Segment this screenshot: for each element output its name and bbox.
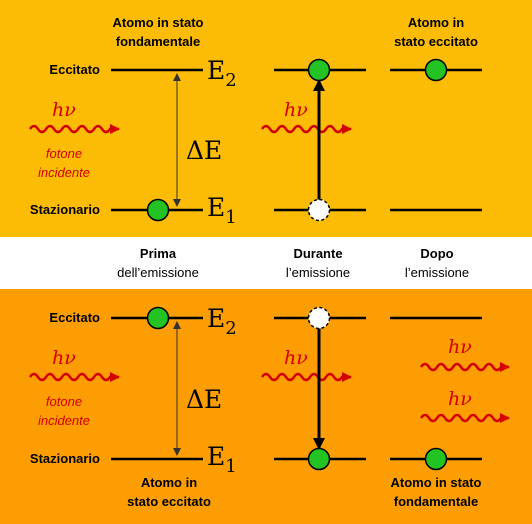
top-photon-caption-line2: incidente: [38, 165, 90, 180]
header-right-line2: stato eccitato: [394, 34, 478, 49]
emitted-photon-2-symbol: hν: [448, 388, 472, 410]
stage-after-subtitle: l’emissione: [405, 265, 469, 280]
emitted-photon-1-wave: [419, 362, 510, 372]
bottom-energy-lower-label: E1: [207, 442, 237, 477]
footer-left-line1: Atomo in: [141, 475, 197, 490]
top-left-photon-symbol: hν: [52, 99, 76, 121]
emitted-photon-2-wave: [419, 413, 510, 423]
top-level-excited-label: Eccitato: [49, 62, 100, 77]
footer-right-line2: fondamentale: [394, 494, 479, 509]
bottom-level-ground-label: Stazionario: [30, 451, 100, 466]
bottom-right-electron: [424, 447, 448, 471]
header-left-line2: fondamentale: [116, 34, 201, 49]
top-delta-e-label: ΔE: [186, 136, 222, 165]
header-left-line1: Atomo in stato: [113, 15, 204, 30]
bottom-mid-photon-wave: [260, 372, 352, 382]
bottom-photon-caption-line2: incidente: [38, 413, 90, 428]
stage-before-subtitle: dell’emissione: [117, 265, 199, 280]
emitted-photon-1-symbol: hν: [448, 336, 472, 358]
top-left-electron: [146, 198, 170, 222]
bottom-mid-electron-ground: [307, 447, 331, 471]
header-right-line1: Atomo in: [408, 15, 464, 30]
bottom-mid-electron-vacated: [307, 306, 331, 330]
footer-right-line1: Atomo in stato: [391, 475, 482, 490]
stage-after-title: Dopo: [420, 246, 453, 261]
bottom-mid-photon-symbol: hν: [284, 347, 308, 369]
bottom-level-excited-label: Eccitato: [49, 310, 100, 325]
stage-during-title: Durante: [293, 246, 342, 261]
bottom-panel-background: [0, 289, 532, 524]
top-panel-background: [0, 0, 532, 237]
top-mid-photon-wave: [260, 124, 352, 134]
top-mid-electron-excited: [307, 58, 331, 82]
bottom-left-photon-symbol: hν: [52, 347, 76, 369]
bottom-delta-e-label: ΔE: [186, 385, 222, 414]
top-mid-electron-vacated: [307, 198, 331, 222]
stage-during-subtitle: l’emissione: [286, 265, 350, 280]
middle-band-background: [0, 237, 532, 289]
top-photon-caption-line1: fotone: [46, 146, 82, 161]
footer-left-line2: stato eccitato: [127, 494, 211, 509]
bottom-left-photon-wave: [28, 372, 120, 382]
bottom-left-electron: [146, 306, 170, 330]
bottom-photon-caption-line1: fotone: [46, 394, 82, 409]
top-energy-upper-label: E2: [207, 56, 237, 91]
top-mid-photon-symbol: hν: [284, 99, 308, 121]
top-left-photon-wave: [28, 124, 120, 134]
bottom-energy-upper-label: E2: [207, 304, 237, 339]
stage-before-title: Prima: [140, 246, 177, 261]
top-energy-lower-label: E1: [207, 193, 237, 228]
top-level-ground-label: Stazionario: [30, 202, 100, 217]
top-right-electron: [424, 58, 448, 82]
